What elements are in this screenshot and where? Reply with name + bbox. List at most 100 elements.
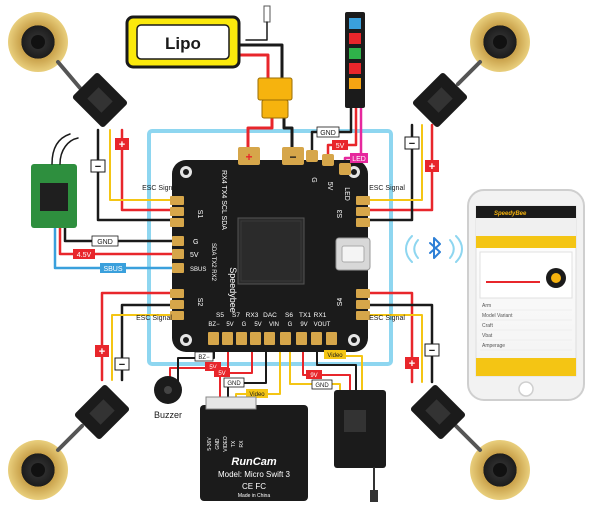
esc4-wire-red xyxy=(360,291,414,384)
bottom-pad2-5v-b: 5V xyxy=(254,322,261,328)
label-5v-led: 5V xyxy=(336,143,345,150)
label-esc-signal-br: ESC Signal xyxy=(369,315,405,322)
power-wire-red xyxy=(246,116,274,150)
svg-text:−: − xyxy=(95,161,101,173)
bottom-pad2-bz: BZ− xyxy=(208,322,220,328)
svg-text:−: − xyxy=(119,359,125,371)
motor-bottom-left xyxy=(8,440,68,500)
svg-text:+: + xyxy=(409,358,415,370)
motor-bottom-right xyxy=(470,440,530,500)
pad-label-5v: 5V xyxy=(326,182,333,191)
pad-label-minus: − xyxy=(289,150,296,164)
bottom-pad-rx1: RX1 xyxy=(314,312,327,319)
label-esc-signal-tl: ESC Signal xyxy=(142,185,178,192)
esc-bottom-right xyxy=(410,384,466,440)
frame-outline xyxy=(147,129,393,366)
esc-top-left xyxy=(72,72,128,128)
cam-wire-5v xyxy=(219,347,253,406)
pad-label-mid-extra: SDA TX2 RX2 xyxy=(210,243,216,282)
pad-bat-plus xyxy=(238,147,260,165)
label-gnd-cam: GND xyxy=(227,381,241,387)
video-transmitter xyxy=(334,390,386,502)
label-sbus: SBUS xyxy=(103,266,122,273)
led-strip xyxy=(345,12,365,108)
pad-label-plus: + xyxy=(245,150,252,164)
phone-row-vbat: Vbat xyxy=(482,333,493,339)
label-video-vtx: Video xyxy=(327,353,343,359)
esc2-wire-signal xyxy=(111,314,179,381)
svg-text:+: + xyxy=(119,139,125,151)
camera-pin-2: GND xyxy=(215,438,221,450)
cam-wire-gnd xyxy=(227,347,267,406)
label-bz: BZ− xyxy=(198,355,210,361)
pad-label-s4: S4 xyxy=(337,298,344,307)
pad-label-s2: S2 xyxy=(196,298,203,307)
camera-pin-1: 5-36V xyxy=(207,437,213,451)
pad-label-s1: S1 xyxy=(196,210,203,219)
svg-text:+: + xyxy=(429,161,435,173)
pad-label-g: G xyxy=(310,177,317,182)
label-45v: 4.5V xyxy=(77,252,92,259)
bottom-pad-dac: DAC xyxy=(263,312,277,319)
esc2-wire-black xyxy=(120,303,180,382)
rx-wire-gnd xyxy=(63,226,182,243)
vtx-wire-gnd xyxy=(316,347,357,391)
lipo-wire-black xyxy=(236,43,284,80)
camera-pin-3: VIDEO xyxy=(223,436,229,452)
bottom-pad2-g-b: G xyxy=(288,322,293,328)
bottom-pad2-vin: VIN xyxy=(269,322,279,328)
rx-wire-sbus xyxy=(53,226,182,270)
bottom-pad2-5v-a: 5V xyxy=(226,322,233,328)
phone-home-button[interactable] xyxy=(518,381,534,397)
label-5v-cam: 5V xyxy=(218,371,225,377)
phone-row-craft: Craft xyxy=(482,323,493,329)
fpv-camera: 5-36V GND VIDEO TX RX RunCam Model: Micr… xyxy=(200,396,308,501)
label-esc-signal-tr: ESC Signal xyxy=(369,185,405,192)
buzzer-wire-red xyxy=(169,347,229,379)
bottom-pad-s6: S6 xyxy=(285,312,293,319)
power-markers: + − + − − + + − xyxy=(90,136,440,371)
label-video: Video xyxy=(249,392,265,398)
svg-text:−: − xyxy=(429,345,435,357)
esc1-wire-red xyxy=(120,128,180,212)
pad-label-mid-sbus: SBUS xyxy=(190,267,206,273)
flight-controller: + − 5V G LED RX4 TX4 SCL SDA S1 S2 G 5V … xyxy=(170,147,371,352)
buzzer-label: Buzzer xyxy=(154,410,182,420)
bottom-pad-rx3: RX3 xyxy=(246,312,259,319)
esc-top-right xyxy=(412,72,468,128)
camera-certs: CE FC xyxy=(242,482,266,491)
rx-wire-5v xyxy=(58,226,182,256)
motor-top-left xyxy=(8,12,68,72)
phone: SpeedyBee Arm Model Variant Craft Vbat A… xyxy=(467,189,585,401)
esc3-wire-signal xyxy=(361,124,423,201)
bottom-pad2-g-a: G xyxy=(242,322,247,328)
phone-row-model: Model Variant xyxy=(482,313,513,319)
pad-label-top: RX4 TX4 SCL SDA xyxy=(220,170,227,230)
esc3-wire-red xyxy=(360,123,434,212)
bottom-pad-s5: S5 xyxy=(216,312,224,319)
pad-label-mid-g: G xyxy=(193,239,198,246)
lipo-label: Lipo xyxy=(165,34,201,53)
bottom-pad-tx1: TX1 xyxy=(299,312,311,319)
fc-brand: Speedybee xyxy=(228,267,238,313)
svg-text:+: + xyxy=(99,346,105,358)
xt60-connector xyxy=(257,77,293,119)
svg-text:−: − xyxy=(409,138,415,150)
balance-connector xyxy=(263,5,271,23)
receiver xyxy=(31,133,79,228)
camera-model: Model: Micro Swift 3 xyxy=(218,470,291,479)
esc1-wire-signal xyxy=(109,129,179,201)
bottom-pad2-9v: 9V xyxy=(300,322,307,328)
phone-row-arm: Arm xyxy=(482,303,491,309)
label-gnd-led: GND xyxy=(320,130,336,137)
lipo-battery: Lipo xyxy=(125,15,241,69)
esc-bottom-left xyxy=(74,384,130,440)
vtx-wire-9v xyxy=(302,347,351,391)
label-esc-signal-bl: ESC Signal xyxy=(136,315,172,322)
label-gnd-vtx: GND xyxy=(315,383,329,389)
camera-made-in: Made in China xyxy=(238,493,270,499)
camera-pin-5: RX xyxy=(239,440,245,448)
pad-label-s3: S3 xyxy=(337,210,344,219)
phone-row-amperage: Amperage xyxy=(482,343,505,349)
